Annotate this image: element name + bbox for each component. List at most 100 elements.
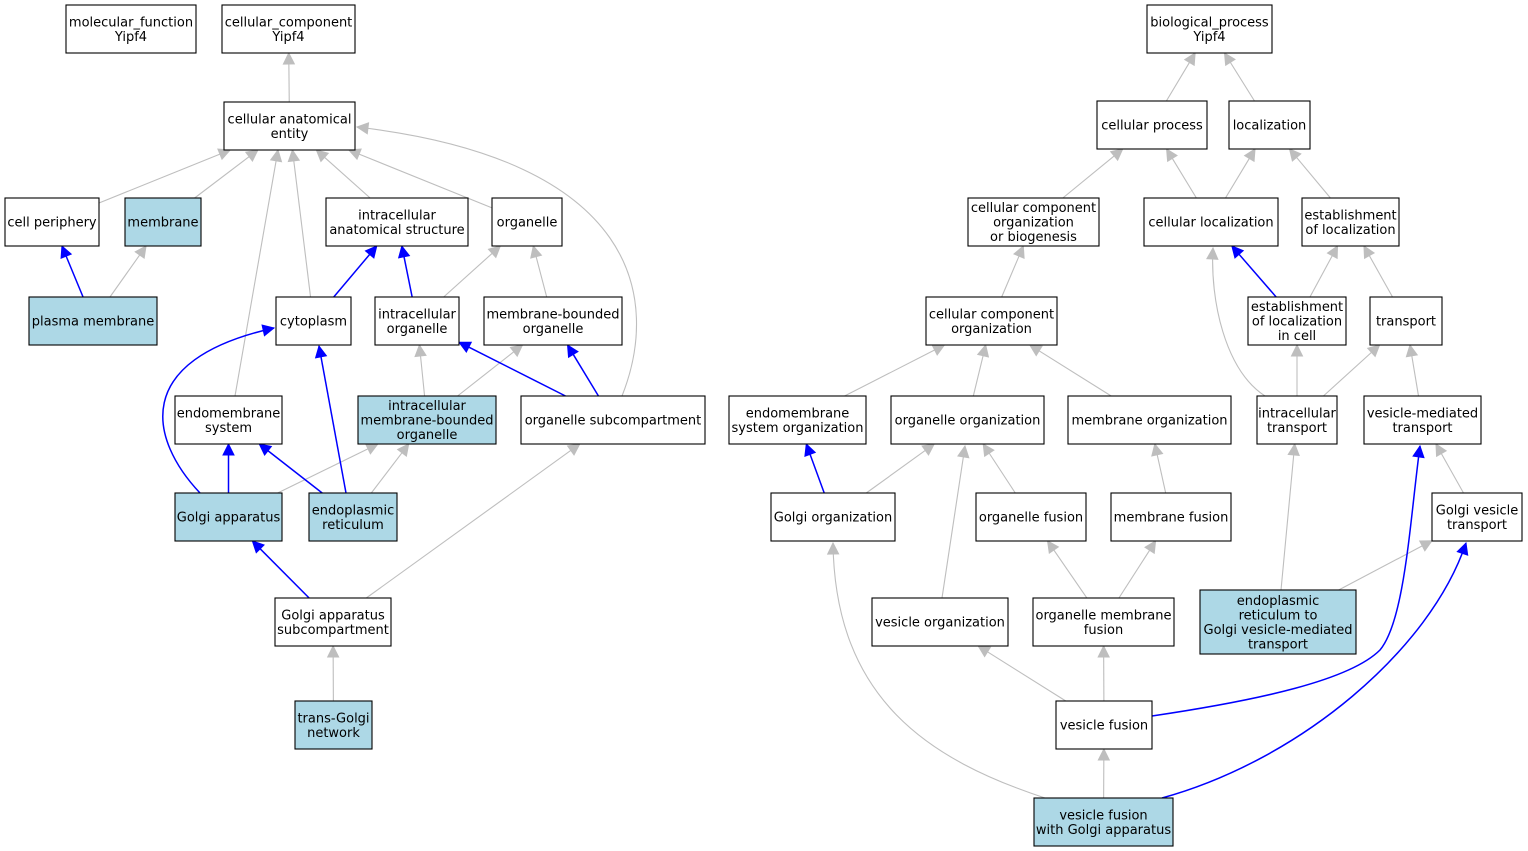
go-term-label-line: transport — [1376, 315, 1436, 330]
edge-imbo-to-intra-org — [419, 354, 426, 397]
go-term-cell-loc[interactable]: cellular localization — [1143, 197, 1279, 247]
edge-golgi-sub-to-org-subcomp-arrowhead — [566, 443, 581, 456]
go-term-cell-proc[interactable]: cellular process — [1096, 100, 1208, 150]
go-term-localization[interactable]: localization — [1228, 100, 1311, 150]
edge-plasma-membrane-to-membrane-arrowhead — [134, 245, 147, 260]
edge-vfga-to-gvt — [1161, 542, 1467, 799]
edge-mem-org-to-cco-arrowhead — [1028, 344, 1043, 357]
go-term-label-line: organelle organization — [895, 414, 1041, 429]
edge-er-to-imbo — [370, 451, 404, 494]
edge-ves-fusion-to-vmt — [1151, 445, 1421, 717]
go-term-label-line: establishment — [1304, 208, 1396, 223]
go-term-box — [967, 197, 1100, 247]
edge-golgi-org-to-org-org-arrowhead — [921, 443, 936, 456]
go-term-label-line: vesicle fusion — [1060, 719, 1148, 734]
edge-golgi-org-to-endo-org-arrowhead — [804, 442, 817, 457]
edge-cytoplasm-to-cae-arrowhead — [287, 148, 301, 163]
edge-intra-trans-to-transport — [1323, 351, 1373, 397]
edge-ias-to-cae — [323, 156, 371, 199]
go-term-golgi[interactable]: Golgi apparatus — [174, 492, 283, 542]
go-term-box — [1247, 296, 1347, 346]
go-term-label-line: trans-Golgi — [297, 711, 369, 726]
go-term-mem-org[interactable]: membrane organization — [1067, 395, 1232, 445]
edge-mem-fusion-to-mem-org — [1156, 453, 1167, 494]
go-term-label-line: vesicle fusion — [1059, 808, 1147, 823]
go-term-mem-fusion[interactable]: membrane fusion — [1110, 492, 1232, 542]
go-term-label-line: or biogenesis — [990, 230, 1077, 245]
go-term-box — [1431, 492, 1523, 542]
edge-ves-fusion-to-vmt-arrowhead — [1412, 444, 1425, 459]
edge-est-loc-cell-to-est-loc — [1309, 254, 1334, 298]
edge-cytoplasm-to-ias-arrowhead — [364, 245, 378, 259]
go-term-ves-org[interactable]: vesicle organization — [871, 597, 1009, 647]
edge-org-fusion-to-org-org — [988, 452, 1016, 494]
edge-er-to-endomembrane — [266, 449, 323, 494]
edge-membrane-to-cae — [194, 155, 251, 199]
go-term-ves-fusion[interactable]: vesicle fusion — [1055, 700, 1153, 750]
go-term-box — [1067, 395, 1232, 445]
edge-localization-to-bp-root — [1229, 61, 1255, 102]
edge-intra-org-to-organelle — [443, 252, 494, 298]
go-term-label-line: transport — [1267, 421, 1327, 436]
go-term-org-subcomp[interactable]: organelle subcompartment — [520, 395, 706, 445]
go-term-box — [1256, 395, 1338, 445]
edge-er-golgi-to-gvt — [1338, 544, 1424, 591]
go-term-label-line: of localization — [1252, 315, 1342, 330]
edge-er-golgi-to-gvt-arrowhead — [1418, 540, 1433, 552]
go-term-box — [975, 492, 1087, 542]
edge-est-loc-to-localization — [1295, 156, 1331, 199]
go-term-cell-periphery[interactable]: cell periphery — [4, 197, 100, 247]
go-term-label-line: in cell — [1278, 329, 1316, 344]
go-term-box — [1110, 492, 1232, 542]
go-term-label-line: entity — [271, 127, 309, 142]
go-term-label-line: membrane — [127, 216, 198, 231]
go-term-label-line: endoplasmic — [312, 503, 394, 518]
go-term-transport[interactable]: transport — [1369, 296, 1443, 346]
go-term-plasma-membrane[interactable]: plasma membrane — [28, 296, 158, 346]
edge-gvt-to-vmt — [1440, 452, 1464, 494]
edge-org-subcomp-to-mbo — [572, 353, 600, 397]
go-term-cytoplasm[interactable]: cytoplasm — [275, 296, 352, 346]
go-term-org-org[interactable]: organelle organization — [890, 395, 1045, 445]
go-term-label-line: organelle membrane — [1035, 608, 1171, 623]
edge-membrane-to-cae-arrowhead — [244, 149, 259, 162]
go-term-box — [28, 296, 158, 346]
go-term-label-line: molecular_function — [69, 15, 193, 30]
go-term-box — [325, 197, 469, 247]
go-term-org-fusion[interactable]: organelle fusion — [975, 492, 1087, 542]
go-term-label-line: transport — [1447, 518, 1507, 533]
go-term-label-line: system — [205, 421, 252, 436]
edge-cell-proc-to-bp-root-arrowhead — [1183, 52, 1196, 67]
edge-cae-to-cc-root-arrowhead — [282, 51, 296, 65]
edge-ves-org-to-org-org-arrowhead — [957, 444, 970, 459]
go-term-box — [491, 197, 563, 247]
go-term-organelle[interactable]: organelle — [491, 197, 563, 247]
go-term-box — [174, 395, 283, 445]
go-term-golgi-org[interactable]: Golgi organization — [770, 492, 896, 542]
go-term-membrane[interactable]: membrane — [124, 197, 202, 247]
